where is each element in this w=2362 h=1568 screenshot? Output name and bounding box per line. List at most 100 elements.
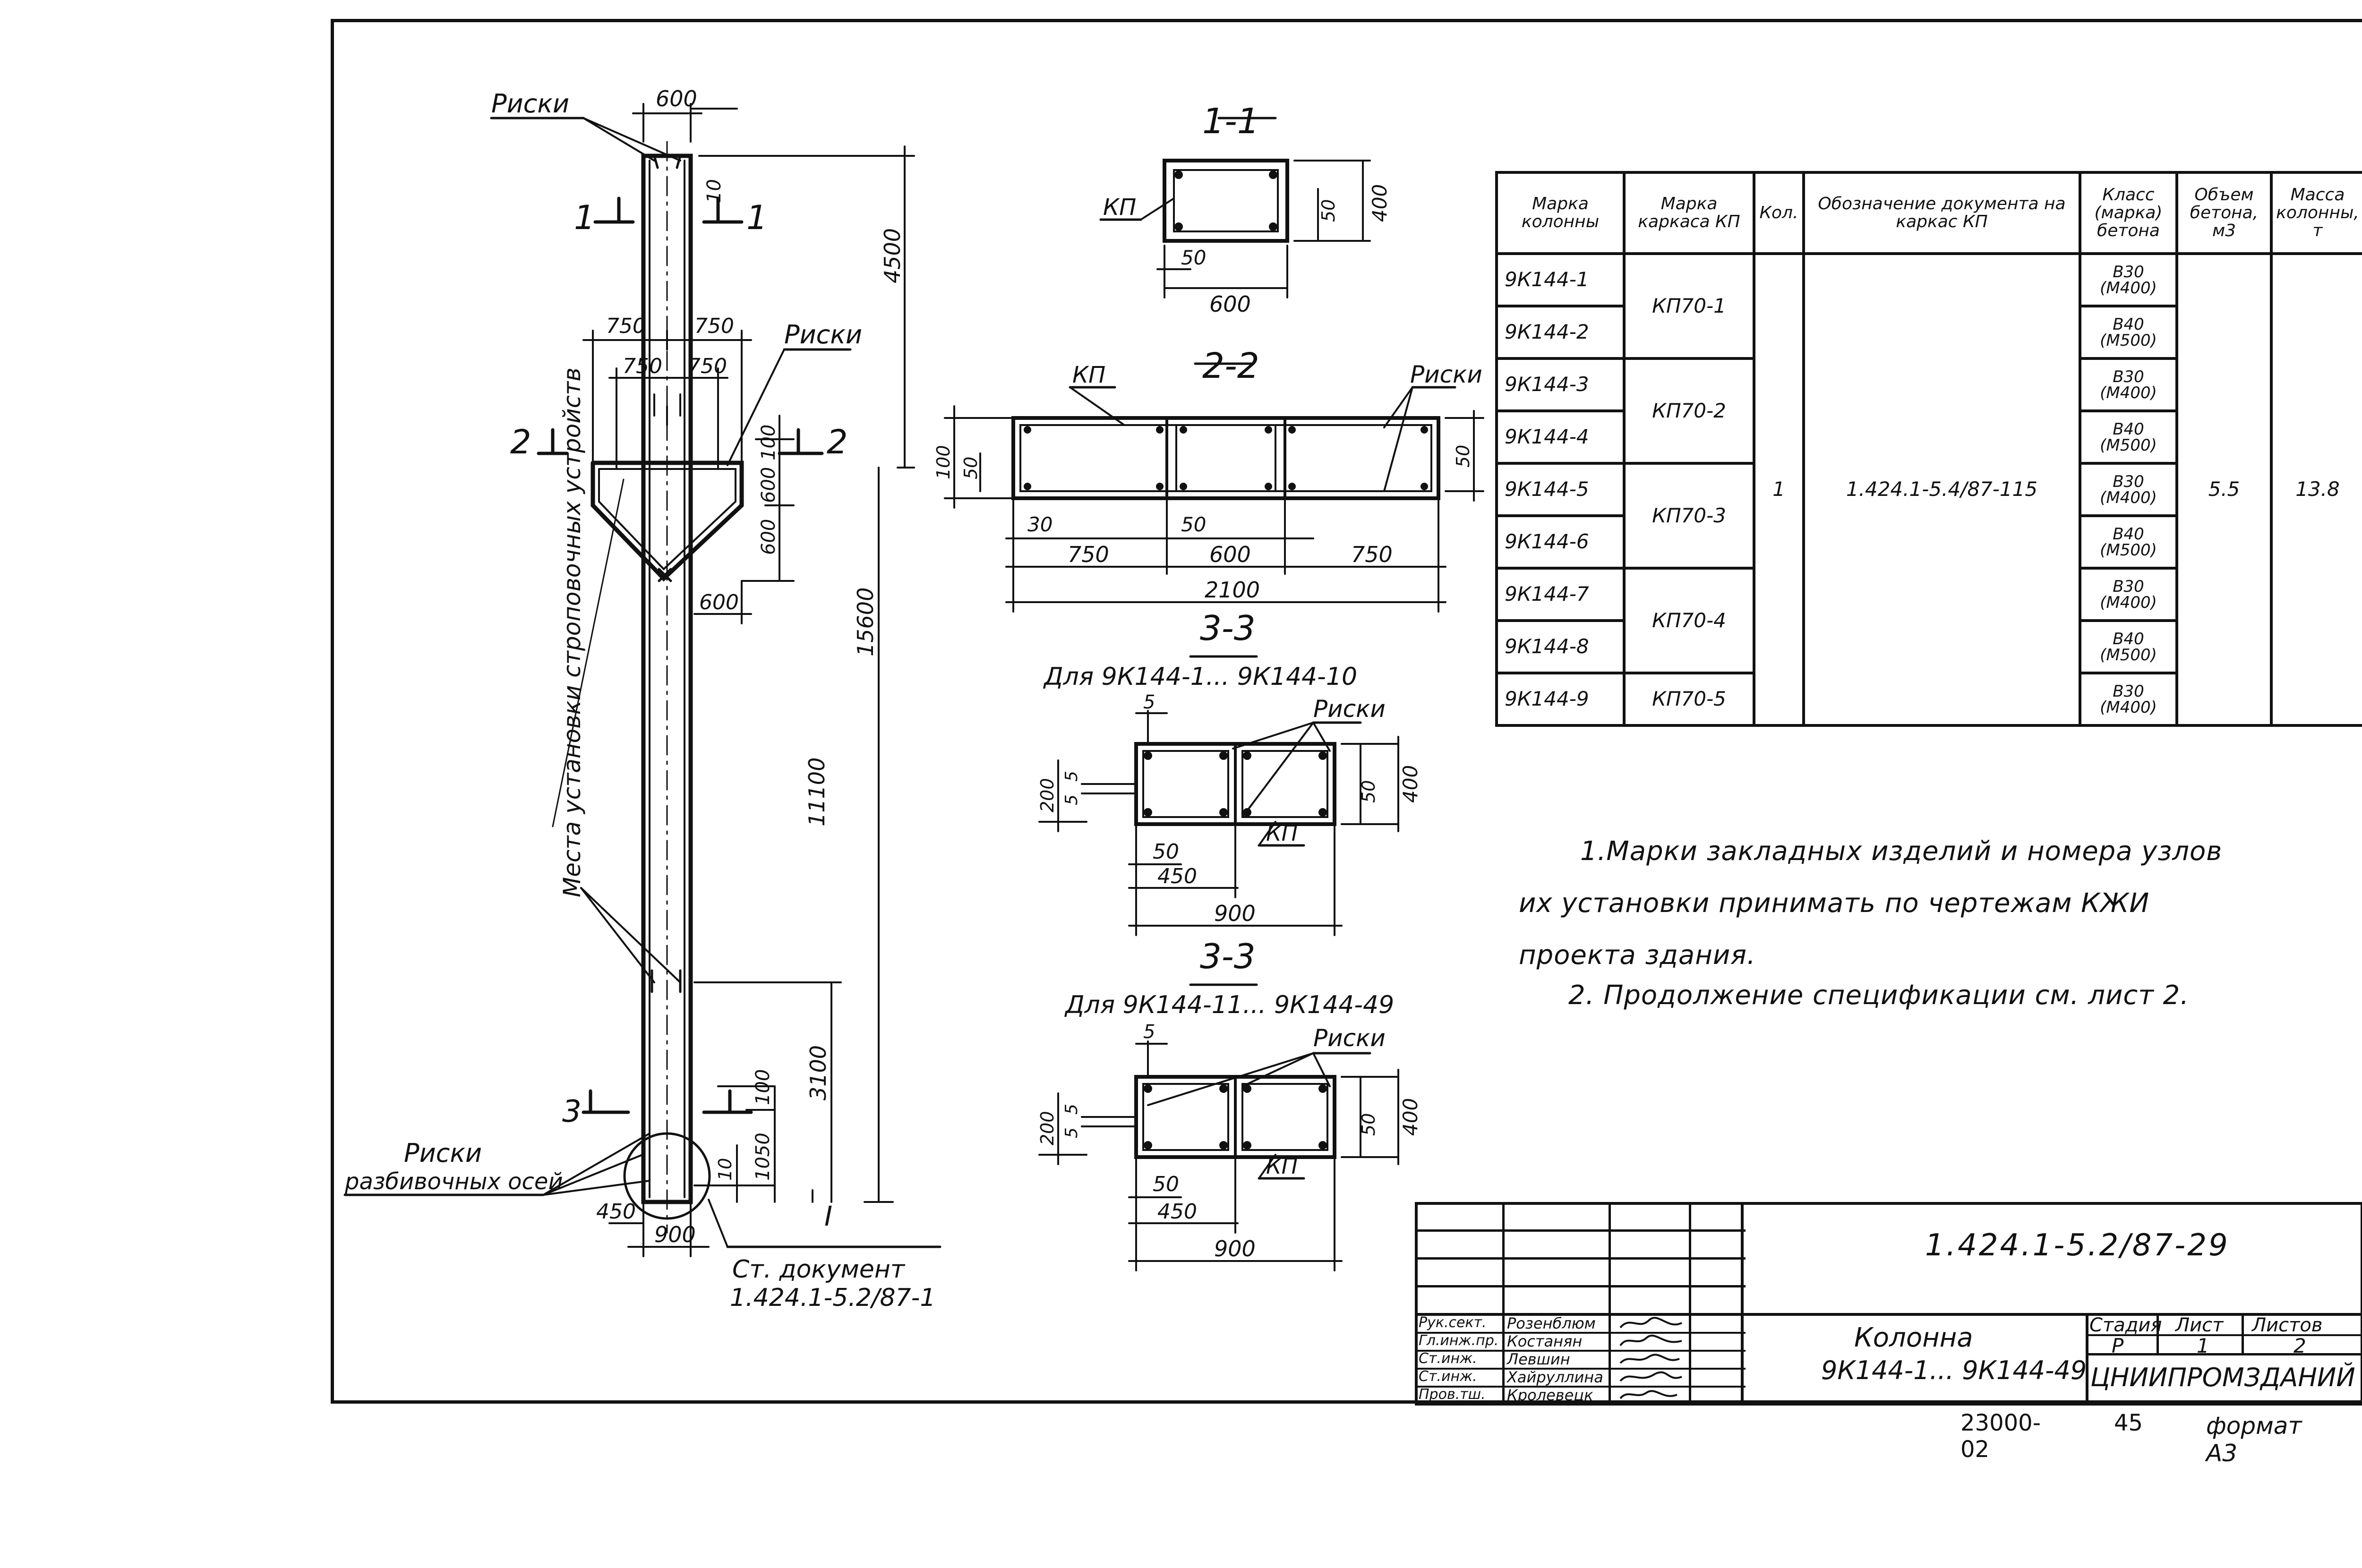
section-3-3-b-risks: Риски [1313,1024,1386,1052]
footer-page: 45 [2114,1410,2143,1436]
section-3-3-b [1038,983,1399,1271]
header-qty: Кол. [1753,171,1805,255]
specification-table: Марка колонны Марка каркаса КП Кол. Обоз… [1495,171,2362,727]
name-5: Кролевецк [1507,1386,1593,1404]
section-mark-1-right: 1 [746,198,768,237]
label-install-places: Места установки строповочных устройств [558,367,586,897]
section-2-2-dim-750-a: 750 [1068,542,1109,567]
label-risks-axes-2: разбивочных осей [344,1168,563,1195]
section-2-2-dim-750-b: 750 [1351,542,1393,567]
table-row: 9К144-7 КП70-4 В30 (М400) [1495,567,2362,674]
cell-frame: КП70-2 [1623,357,1755,465]
dim-750-a: 750 [606,314,646,338]
section-mark-2-right: 2 [827,423,848,461]
name-4: Хайруллина [1507,1368,1603,1386]
section-1-1-dim-400: 400 [1368,184,1391,222]
dim-1050: 1050 [752,1133,774,1181]
section-3-3-b-dim-900: 900 [1214,1236,1256,1261]
cell-class: В40 (М500) [2079,514,2178,570]
stage-header: Стадия [2089,1314,2162,1336]
title-block: 1.424.1-5.2/87-29 Колонна 9К144-1... 9К1… [1415,1202,2362,1406]
section-3-3-a-dim-400: 400 [1399,765,1422,803]
section-3-3-a [1038,655,1399,936]
dim-900-bottom: 900 [654,1222,696,1247]
role-4: Ст.инж. [1419,1368,1477,1385]
label-risks-right: Риски [784,320,862,349]
table-row: 9К144-2 В40 (М500) [1495,305,2362,360]
signature-3 [1619,1354,1680,1364]
table-row: 9К144-4 В40 (М500) [1495,409,2362,465]
section-3-3-b-title: 3-3 [1200,937,1256,976]
cell-mark: 9К144-7 [1495,567,1626,622]
section-3-3-a-dim-5-b: 5 [1062,794,1081,805]
section-3-3-b-dim-50: 50 [1153,1172,1179,1196]
cell-class: В30 (М400) [2079,357,2178,412]
footer-format: формат А3 [2206,1412,2302,1467]
section-2-2 [944,362,1484,613]
cell-class: В40 (М500) [2079,619,2178,674]
note-line-1: 1.Марки закладных изделий и номера узлов [1580,836,2223,867]
footer-number: 23000-02 [1960,1410,2041,1463]
cell-frame: КП70-4 [1623,567,1755,674]
cell-frame: КП70-1 [1623,252,1755,360]
sheet-value: 1 [2197,1334,2209,1357]
cell-class: В40 (М500) [2079,305,2178,360]
section-2-2-title: 2-2 [1202,346,1259,386]
rebar-dots [1024,170,1428,1150]
cell-class: В30 (М400) [2079,567,2178,622]
section-2-2-dim-50-left: 50 [960,457,981,479]
section-3-3-a-title: 3-3 [1200,608,1256,648]
note-line-4: 2. Продолжение спецификации см. лист 2. [1568,980,2190,1011]
role-3: Ст.инж. [1419,1350,1477,1367]
cell-qty: 1 [1753,252,1805,727]
sheet-frame [331,19,2362,1404]
note-line-2: их установки принимать по чертежам КЖИ [1519,888,2150,919]
section-1-1-title: 1-1 [1202,101,1259,142]
section-3-3-b-subtitle: Для 9К144-11... 9К144-49 [1064,991,1394,1019]
table-row: 9К144-9 КП70-5 В30 (М400) [1495,672,2362,727]
section-mark-1-left: 1 [574,198,595,237]
section-3-3-a-dim-50-side: 50 [1358,780,1379,803]
cell-mark: 9К144-2 [1495,305,1626,360]
header-frame-mark: Марка каркаса КП [1623,171,1755,255]
section-3-3-b-dim-5-b: 5 [1062,1127,1081,1138]
role-5: Пров.тш. [1419,1386,1486,1403]
stage-value: Р [2112,1334,2124,1357]
drawing-name: Колонна [1854,1322,1973,1353]
signature-1 [1619,1317,1682,1329]
cell-volume: 5.5 [2175,252,2273,727]
document-code: 1.424.1-5.2/87-29 [1925,1228,2230,1263]
section-1-1-dim-50-a: 50 [1181,246,1206,269]
dim-750-b: 750 [694,314,734,338]
header-column-mass: Масса колонны, т [2270,171,2362,255]
cell-mark: 9К144-3 [1495,357,1626,412]
section-3-3-a-dim-5-top: 5 [1143,691,1155,713]
role-2: Гл.инж.пр. [1419,1332,1499,1349]
section-1-1 [1099,117,1371,298]
table-header-row: Марка колонны Марка каркаса КП Кол. Обоз… [1495,171,2362,255]
label-risks-top: Риски [491,89,569,119]
sheets-value: 2 [2294,1334,2306,1357]
label-doc-ref-1: Ст. документ [732,1255,906,1284]
name-3: Левшин [1507,1350,1570,1368]
dim-100-console: 100 [758,425,779,460]
name-2: Костанян [1507,1332,1583,1350]
section-3-3-b-dim-450: 450 [1157,1200,1197,1224]
section-3-3-b-dim-5-a: 5 [1062,1104,1081,1115]
label-doc-ref-2: 1.424.1-5.2/87-1 [730,1284,935,1312]
section-3-3-a-dim-5-a: 5 [1062,771,1081,782]
section-3-3-b-dim-5-top: 5 [1143,1021,1155,1043]
cell-frame: КП70-5 [1623,672,1755,727]
signatures [1619,1317,1682,1399]
signature-2 [1619,1334,1682,1346]
table-row: 9К144-1 КП70-1 1 1.424.1-5.4/87-115 В30 … [1495,252,2362,727]
section-3-3-a-dim-50: 50 [1153,840,1179,864]
role-1: Рук.сект. [1419,1314,1487,1331]
section-2-2-dim-100: 100 [933,445,954,479]
table-row: 9К144-5 КП70-3 В30 (М400) [1495,462,2362,570]
dim-100-bottom: 100 [752,1069,774,1105]
cell-class: В30 (М400) [2079,462,2178,517]
section-3-3-a-dim-900: 900 [1214,901,1256,926]
drawing-range: 9К144-1... 9К144-49 [1821,1355,2087,1385]
